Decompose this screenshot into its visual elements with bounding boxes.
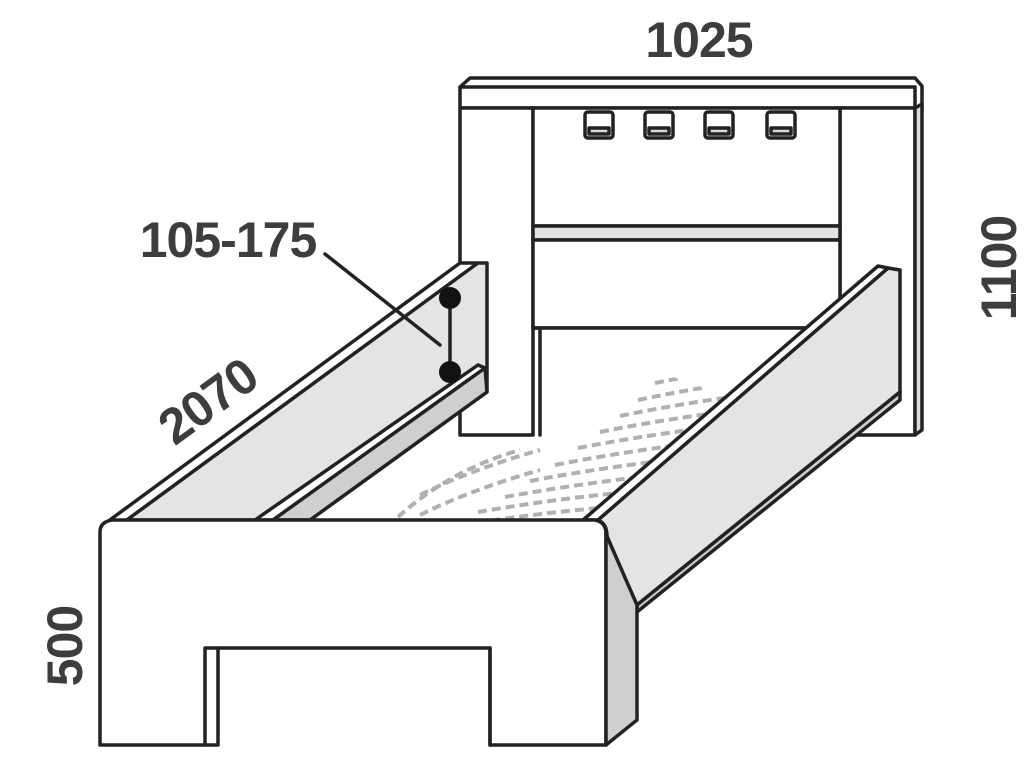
left-side-rail: [101, 261, 489, 527]
width-dimension-label: 1025: [645, 12, 752, 68]
upper-peg-dot: [439, 287, 461, 309]
footboard: [98, 518, 639, 747]
headboard-slots: [583, 110, 797, 140]
rail-adjust-indicator: [323, 252, 461, 383]
lower-peg-dot: [439, 361, 461, 383]
footboard-height-dimension-label: 500: [37, 606, 93, 686]
rail-adjust-dimension-label: 105-175: [140, 212, 317, 268]
height-dimension-label: 1100: [971, 216, 1024, 320]
